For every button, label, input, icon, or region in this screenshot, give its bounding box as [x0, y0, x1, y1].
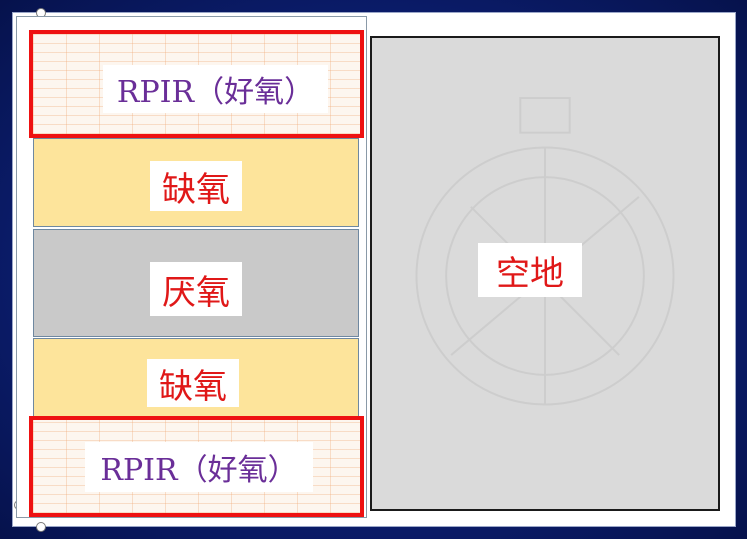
upper-anoxic-label-box: 缺氧 [150, 161, 242, 211]
bottom-rpir-label-box: RPIR（好氧） [85, 442, 313, 492]
anaerobic-zone: 厌氧 [33, 229, 359, 337]
anaerobic-label: 厌氧 [162, 272, 230, 313]
open-area-label: 空地 [496, 253, 564, 294]
lower-anoxic-label-box: 缺氧 [147, 359, 239, 407]
upper-anoxic-zone: 缺氧 [33, 138, 359, 227]
top-rpir-label: RPIR（好氧） [116, 75, 315, 110]
top-rpir-label-box: RPIR（好氧） [103, 65, 328, 113]
bottom-rpir-zone: RPIR（好氧） [29, 416, 364, 517]
upper-anoxic-label: 缺氧 [162, 169, 230, 210]
bottom-rpir-label: RPIR（好氧） [100, 453, 298, 488]
top-rpir-zone: RPIR（好氧） [29, 30, 364, 138]
anaerobic-label-box: 厌氧 [150, 262, 242, 316]
lower-anoxic-label: 缺氧 [159, 366, 227, 407]
lower-anoxic-zone: 缺氧 [33, 338, 359, 420]
bottom-resize-handle[interactable] [36, 522, 46, 532]
open-area-zone: 空地 [370, 36, 720, 511]
open-area-label-box: 空地 [478, 243, 582, 297]
